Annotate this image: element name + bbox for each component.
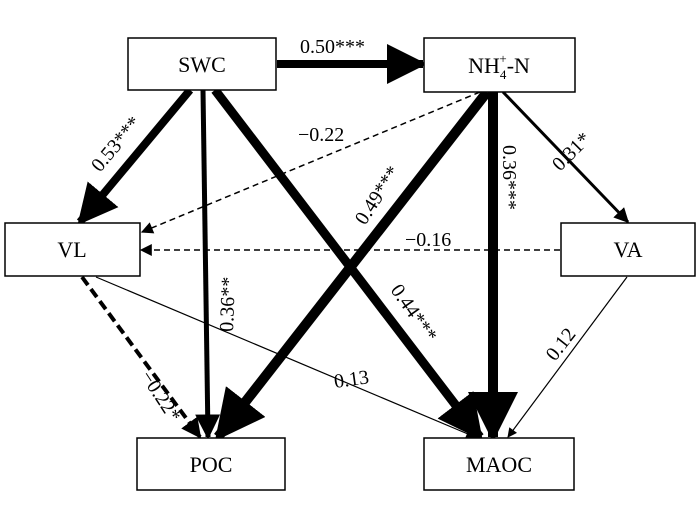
node-poc-label: POC bbox=[190, 452, 233, 477]
coef-va-vl: −0.16 bbox=[405, 229, 451, 251]
coef-swc-nh4: 0.50*** bbox=[300, 36, 365, 58]
node-swc-label: SWC bbox=[178, 52, 226, 77]
arrow-nh4-poc bbox=[214, 88, 491, 441]
coef-vl-poc: −0.22* bbox=[136, 367, 185, 426]
node-vl: VL bbox=[4, 222, 141, 277]
coef-swc-vl: 0.53*** bbox=[87, 112, 146, 176]
coef-nh4-vl: −0.22 bbox=[298, 124, 344, 146]
node-nh4-label: NH4+-N bbox=[468, 51, 530, 82]
coef-va-maoc: 0.12 bbox=[542, 324, 581, 365]
coef-swc-poc: 0.36** bbox=[216, 276, 240, 332]
node-swc: SWC bbox=[127, 37, 277, 91]
node-va-label: VA bbox=[614, 237, 643, 262]
node-maoc: MAOC bbox=[423, 437, 575, 491]
coef-nh4-va: 0.31* bbox=[548, 128, 595, 175]
node-nh4: NH4+-N bbox=[423, 37, 576, 93]
coef-swc-maoc: 0.44*** bbox=[386, 280, 441, 346]
coefficient-labels: 0.50*** 0.53*** 0.36** 0.44*** −0.22 0.4… bbox=[87, 36, 595, 426]
node-maoc-label: MAOC bbox=[466, 452, 532, 477]
node-va: VA bbox=[560, 222, 696, 277]
arrow-va-maoc bbox=[507, 276, 628, 438]
arrow-swc-poc bbox=[195, 89, 221, 440]
coef-vl-maoc: 0.13 bbox=[333, 366, 371, 393]
node-poc: POC bbox=[136, 437, 286, 491]
arrow-nh4-va bbox=[501, 90, 630, 224]
arrows bbox=[76, 44, 630, 442]
arrow-vl-maoc bbox=[95, 276, 476, 439]
arrow-vl-poc bbox=[80, 275, 202, 439]
coef-nh4-maoc: 0.36*** bbox=[498, 145, 520, 210]
arrow-swc-vl bbox=[76, 87, 194, 226]
node-vl-label: VL bbox=[57, 237, 86, 262]
coef-nh4-poc: 0.49*** bbox=[351, 162, 405, 228]
arrow-nh4-vl bbox=[140, 91, 481, 234]
